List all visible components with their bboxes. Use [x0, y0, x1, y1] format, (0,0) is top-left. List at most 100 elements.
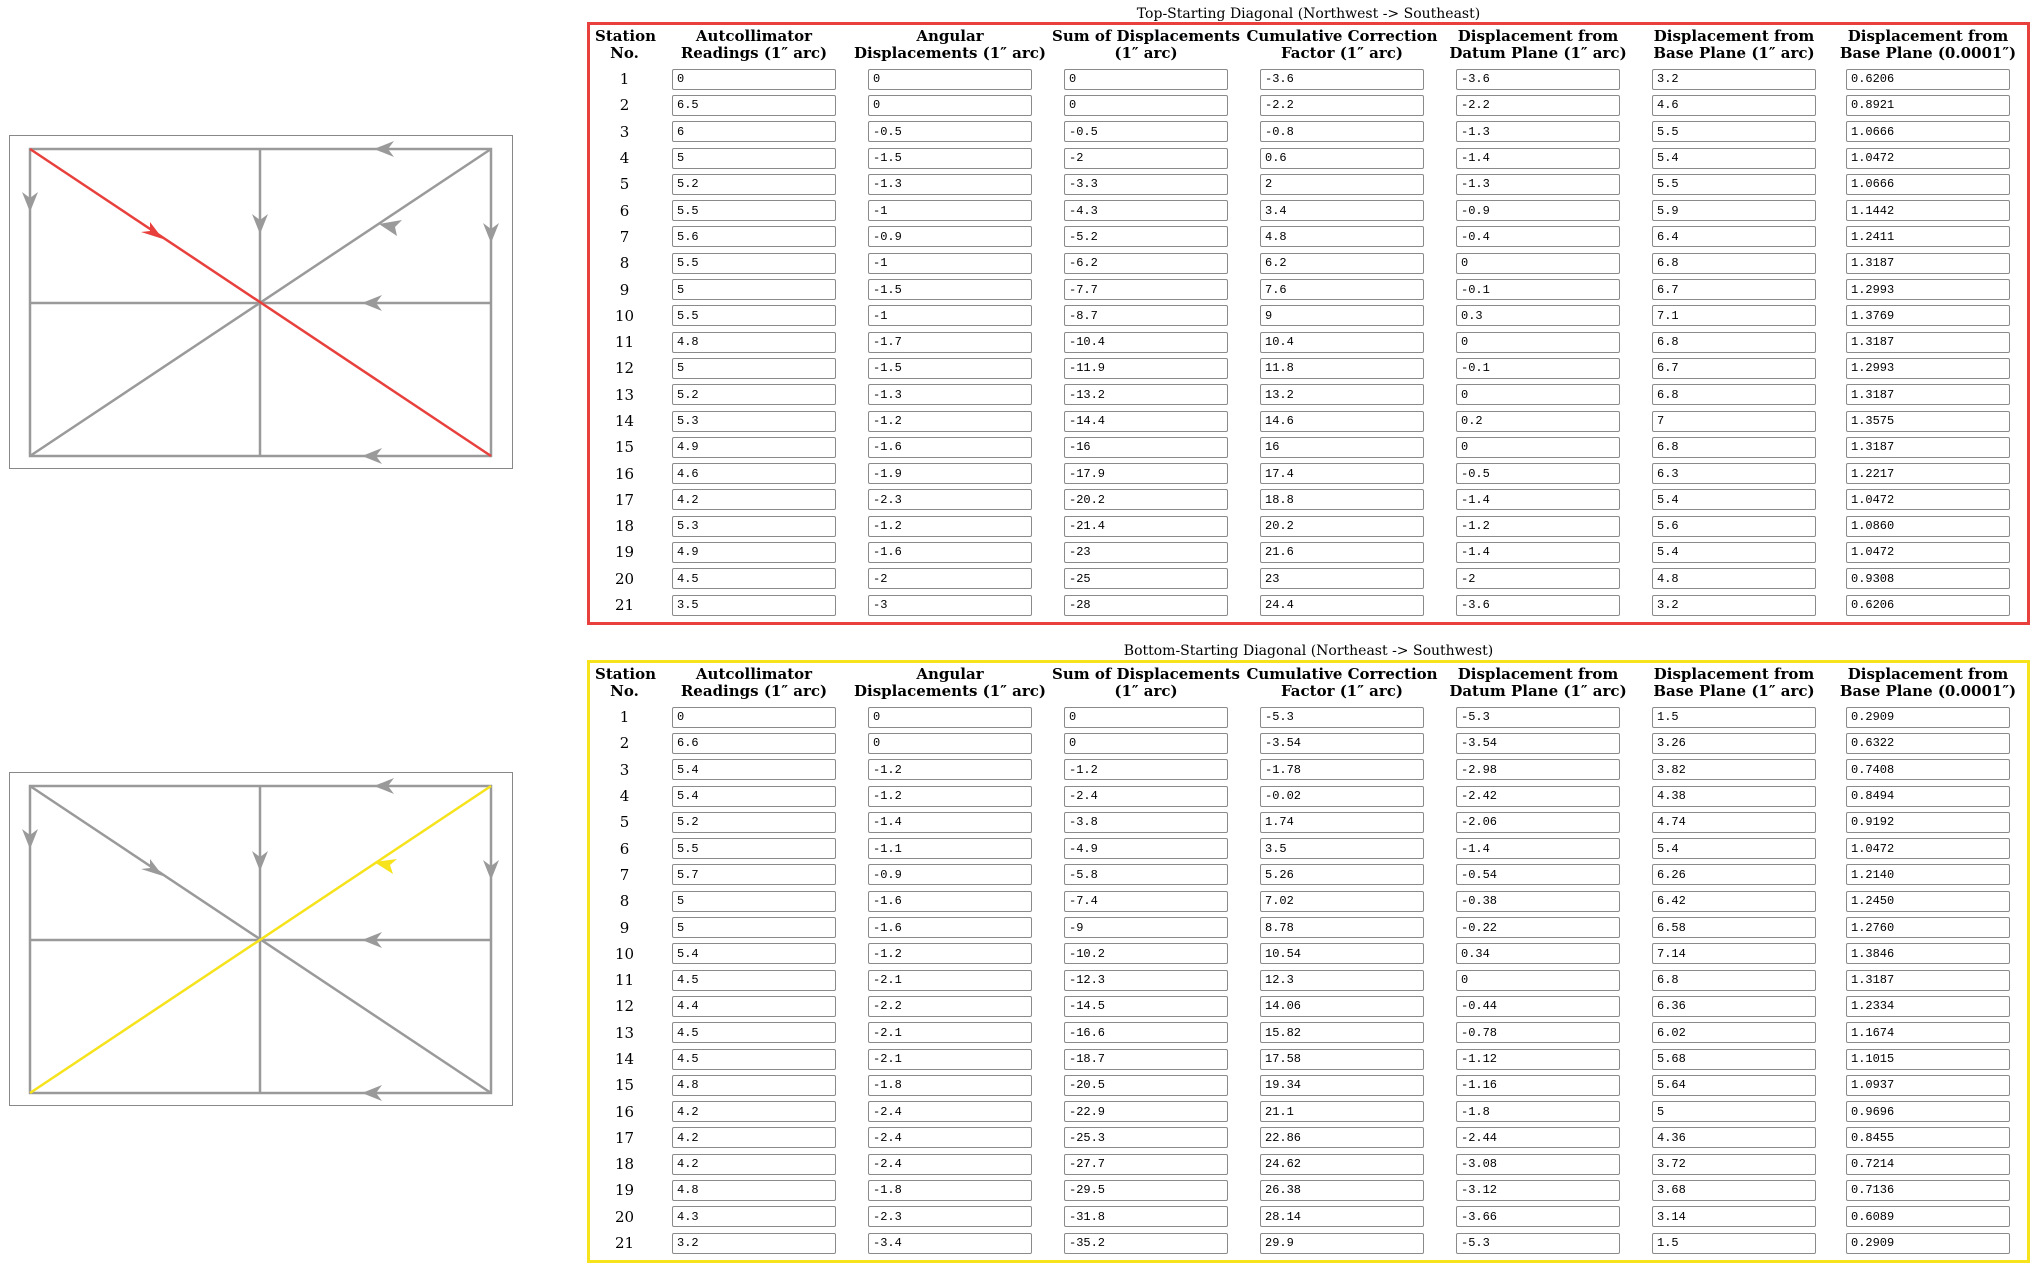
- cell-value-input[interactable]: [672, 173, 836, 195]
- cell-value-input[interactable]: [1260, 838, 1424, 860]
- cell-value-input[interactable]: [672, 515, 836, 537]
- cell-value-input[interactable]: [1456, 541, 1620, 563]
- cell-value-input[interactable]: [1846, 1074, 2010, 1096]
- cell-value-input[interactable]: [1456, 305, 1620, 327]
- cell-value-input[interactable]: [868, 568, 1032, 590]
- cell-value-input[interactable]: [1456, 594, 1620, 616]
- cell-value-input[interactable]: [672, 279, 836, 301]
- cell-value-input[interactable]: [1064, 200, 1228, 222]
- cell-value-input[interactable]: [1652, 173, 1816, 195]
- cell-value-input[interactable]: [672, 785, 836, 807]
- cell-value-input[interactable]: [1846, 226, 2010, 248]
- cell-value-input[interactable]: [672, 706, 836, 728]
- cell-value-input[interactable]: [1652, 1074, 1816, 1096]
- cell-value-input[interactable]: [1652, 200, 1816, 222]
- cell-value-input[interactable]: [868, 94, 1032, 116]
- cell-value-input[interactable]: [868, 594, 1032, 616]
- cell-value-input[interactable]: [1846, 1179, 2010, 1201]
- cell-value-input[interactable]: [868, 200, 1032, 222]
- cell-value-input[interactable]: [1846, 864, 2010, 886]
- cell-value-input[interactable]: [1260, 384, 1424, 406]
- cell-value-input[interactable]: [672, 94, 836, 116]
- cell-value-input[interactable]: [672, 357, 836, 379]
- cell-value-input[interactable]: [1846, 384, 2010, 406]
- cell-value-input[interactable]: [868, 1022, 1032, 1044]
- cell-value-input[interactable]: [1260, 1074, 1424, 1096]
- cell-value-input[interactable]: [672, 759, 836, 781]
- cell-value-input[interactable]: [1846, 1153, 2010, 1175]
- cell-value-input[interactable]: [868, 785, 1032, 807]
- cell-value-input[interactable]: [1260, 305, 1424, 327]
- cell-value-input[interactable]: [1846, 121, 2010, 143]
- cell-value-input[interactable]: [1652, 541, 1816, 563]
- cell-value-input[interactable]: [672, 410, 836, 432]
- cell-value-input[interactable]: [868, 995, 1032, 1017]
- cell-value-input[interactable]: [1652, 811, 1816, 833]
- cell-value-input[interactable]: [1456, 917, 1620, 939]
- cell-value-input[interactable]: [1652, 594, 1816, 616]
- cell-value-input[interactable]: [1064, 279, 1228, 301]
- cell-value-input[interactable]: [1260, 121, 1424, 143]
- cell-value-input[interactable]: [868, 68, 1032, 90]
- cell-value-input[interactable]: [1846, 357, 2010, 379]
- cell-value-input[interactable]: [1652, 1153, 1816, 1175]
- cell-value-input[interactable]: [1260, 1101, 1424, 1123]
- cell-value-input[interactable]: [1064, 943, 1228, 965]
- cell-value-input[interactable]: [1064, 173, 1228, 195]
- cell-value-input[interactable]: [672, 200, 836, 222]
- cell-value-input[interactable]: [1652, 226, 1816, 248]
- cell-value-input[interactable]: [868, 917, 1032, 939]
- cell-value-input[interactable]: [1064, 811, 1228, 833]
- cell-value-input[interactable]: [1652, 732, 1816, 754]
- cell-value-input[interactable]: [868, 147, 1032, 169]
- cell-value-input[interactable]: [1652, 331, 1816, 353]
- cell-value-input[interactable]: [1064, 357, 1228, 379]
- cell-value-input[interactable]: [1064, 226, 1228, 248]
- cell-value-input[interactable]: [1456, 252, 1620, 274]
- cell-value-input[interactable]: [1456, 436, 1620, 458]
- cell-value-input[interactable]: [1456, 890, 1620, 912]
- cell-value-input[interactable]: [1260, 94, 1424, 116]
- cell-value-input[interactable]: [868, 1206, 1032, 1228]
- cell-value-input[interactable]: [672, 541, 836, 563]
- cell-value-input[interactable]: [1064, 1206, 1228, 1228]
- cell-value-input[interactable]: [1846, 594, 2010, 616]
- cell-value-input[interactable]: [1064, 785, 1228, 807]
- cell-value-input[interactable]: [1260, 864, 1424, 886]
- cell-value-input[interactable]: [672, 1179, 836, 1201]
- cell-value-input[interactable]: [1064, 1179, 1228, 1201]
- cell-value-input[interactable]: [1456, 1074, 1620, 1096]
- cell-value-input[interactable]: [1456, 995, 1620, 1017]
- cell-value-input[interactable]: [1846, 68, 2010, 90]
- cell-value-input[interactable]: [1260, 68, 1424, 90]
- cell-value-input[interactable]: [672, 943, 836, 965]
- cell-value-input[interactable]: [1260, 436, 1424, 458]
- cell-value-input[interactable]: [1260, 1127, 1424, 1149]
- cell-value-input[interactable]: [1456, 864, 1620, 886]
- cell-value-input[interactable]: [1260, 1206, 1424, 1228]
- cell-value-input[interactable]: [672, 147, 836, 169]
- cell-value-input[interactable]: [1260, 594, 1424, 616]
- cell-value-input[interactable]: [1064, 1074, 1228, 1096]
- cell-value-input[interactable]: [1846, 94, 2010, 116]
- cell-value-input[interactable]: [1064, 568, 1228, 590]
- cell-value-input[interactable]: [672, 1232, 836, 1254]
- cell-value-input[interactable]: [868, 1127, 1032, 1149]
- cell-value-input[interactable]: [1652, 279, 1816, 301]
- cell-value-input[interactable]: [1652, 706, 1816, 728]
- cell-value-input[interactable]: [1064, 732, 1228, 754]
- cell-value-input[interactable]: [1456, 838, 1620, 860]
- cell-value-input[interactable]: [1260, 200, 1424, 222]
- cell-value-input[interactable]: [672, 1048, 836, 1070]
- cell-value-input[interactable]: [1652, 969, 1816, 991]
- cell-value-input[interactable]: [868, 252, 1032, 274]
- cell-value-input[interactable]: [1846, 489, 2010, 511]
- cell-value-input[interactable]: [1456, 384, 1620, 406]
- cell-value-input[interactable]: [868, 759, 1032, 781]
- cell-value-input[interactable]: [1456, 1153, 1620, 1175]
- cell-value-input[interactable]: [1652, 943, 1816, 965]
- cell-value-input[interactable]: [1064, 121, 1228, 143]
- cell-value-input[interactable]: [672, 594, 836, 616]
- cell-value-input[interactable]: [1260, 759, 1424, 781]
- cell-value-input[interactable]: [672, 121, 836, 143]
